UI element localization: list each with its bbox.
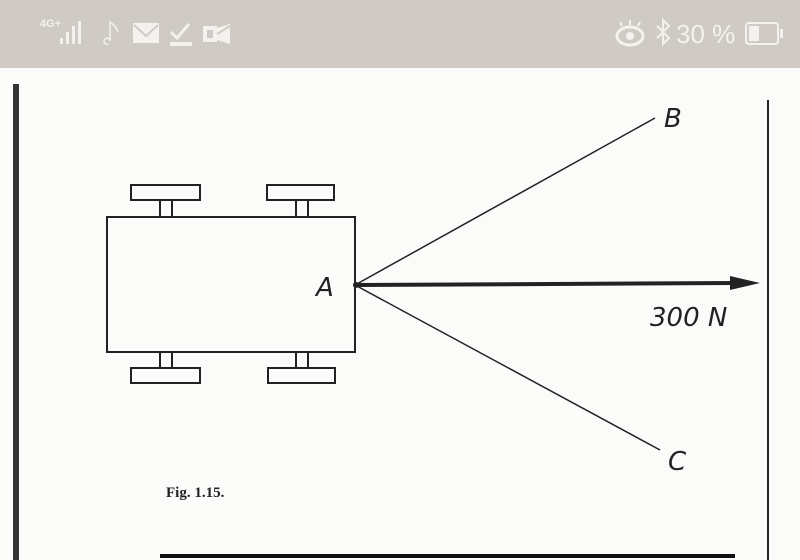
download-done-icon [169,23,192,46]
rope-ac [354,284,661,451]
wheel [266,184,335,201]
figure-caption: Fig. 1.15. [166,485,225,501]
label-c: C [668,447,687,477]
outlook-icon [203,24,231,44]
music-icon [103,20,119,45]
label-a: A [314,273,334,303]
status-bar: 4G+ 30 % [0,0,800,68]
battery-icon [745,22,783,45]
axles [159,200,309,368]
network-label: 4G+ [40,18,62,30]
bluetooth-icon [656,17,671,47]
wheel [130,367,201,384]
point-a-dot [353,282,359,288]
wheel [130,184,201,201]
force-label: 300 N [650,303,727,333]
arrow-head [730,276,760,290]
label-b: B [664,104,682,134]
signal-icon [60,21,81,44]
force-arrow [354,281,736,287]
battery-percent: 30 % [676,19,736,49]
eye-icon [615,20,645,47]
rope-ab [354,117,656,286]
wheel [267,367,336,384]
mail-icon [133,23,159,43]
left-border [13,84,19,560]
